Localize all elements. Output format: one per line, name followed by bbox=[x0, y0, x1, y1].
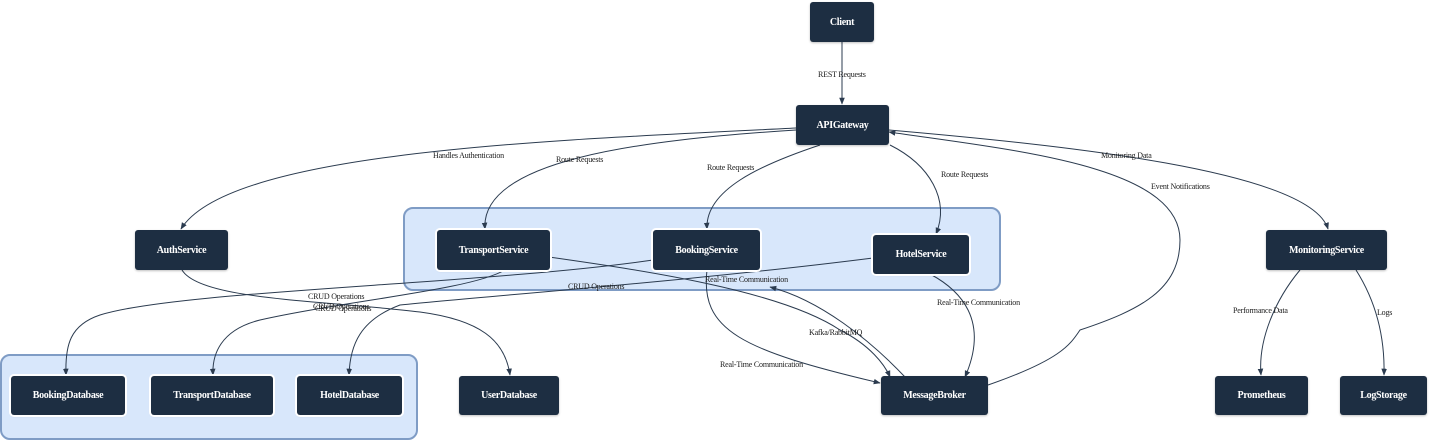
node-user-database[interactable]: UserDatabase bbox=[459, 376, 559, 415]
edge-gateway-auth bbox=[180, 127, 797, 230]
label-booking-broker: Real-Time Communication bbox=[720, 360, 803, 369]
label-gateway-monitoring: Monitoring Data bbox=[1101, 151, 1152, 160]
node-hotel-database[interactable]: HotelDatabase bbox=[297, 376, 402, 415]
edge-hotel-hoteldb bbox=[346, 257, 874, 376]
node-prometheus[interactable]: Prometheus bbox=[1215, 376, 1308, 415]
edge-gateway-monitoring bbox=[888, 129, 1329, 230]
label-monitoring-prometheus: Performance Data bbox=[1233, 306, 1288, 315]
node-message-broker[interactable]: MessageBroker bbox=[881, 376, 988, 415]
node-auth-service[interactable]: AuthService bbox=[135, 230, 228, 270]
node-booking-database[interactable]: BookingDatabase bbox=[11, 376, 125, 415]
node-api-gateway[interactable]: APIGateway bbox=[796, 105, 889, 145]
edge-gateway-hotel bbox=[889, 144, 941, 235]
edge-gateway-booking bbox=[703, 144, 821, 230]
node-booking-service[interactable]: BookingService bbox=[653, 230, 760, 270]
edge-transport-transportdb bbox=[209, 269, 506, 376]
edge-monitoring-logs bbox=[1355, 269, 1387, 376]
edge-hotel-broker bbox=[929, 273, 975, 378]
node-log-storage[interactable]: LogStorage bbox=[1340, 376, 1427, 415]
label-hotel-broker: Real-Time Communication bbox=[937, 298, 1020, 307]
label-gateway-auth: Handles Authentication bbox=[433, 151, 504, 160]
label-broker-gateway: Event Notifications bbox=[1151, 182, 1210, 191]
node-transport-database[interactable]: TransportDatabase bbox=[151, 376, 273, 415]
node-client[interactable]: Client bbox=[810, 2, 874, 42]
edge-auth-userdb bbox=[181, 269, 512, 376]
edge-booking-broker bbox=[705, 269, 881, 385]
node-transport-service[interactable]: TransportService bbox=[437, 230, 550, 270]
edge-transport-broker bbox=[548, 256, 891, 378]
node-hotel-service[interactable]: HotelService bbox=[873, 235, 969, 274]
edge-monitoring-prometheus bbox=[1257, 269, 1301, 376]
node-monitoring-service[interactable]: MonitoringService bbox=[1266, 230, 1387, 270]
edge-broker-booking bbox=[769, 285, 906, 378]
edge-booking-bookingdb bbox=[62, 259, 654, 376]
edge-broker-gateway bbox=[888, 130, 1181, 386]
label-transport-transportdb: CRUD Operations bbox=[313, 302, 370, 311]
edge-gateway-transport bbox=[481, 129, 797, 230]
label-client-gateway: REST Requests bbox=[818, 70, 866, 79]
label-hotel-hoteldb: CRUD Operations bbox=[568, 282, 625, 291]
label-gateway-hotel: Route Requests bbox=[941, 170, 989, 179]
label-transport-broker: Real-Time Communication bbox=[705, 275, 788, 284]
label-broker-booking: Kafka/RabbitMQ bbox=[809, 328, 863, 337]
label-gateway-transport: Route Requests bbox=[556, 155, 604, 164]
label-auth-userdb: CRUD Operations bbox=[315, 304, 372, 313]
label-monitoring-logs: Logs bbox=[1377, 308, 1393, 317]
label-gateway-booking: Route Requests bbox=[707, 163, 755, 172]
label-booking-bookingdb: CRUD Operations bbox=[308, 292, 365, 301]
